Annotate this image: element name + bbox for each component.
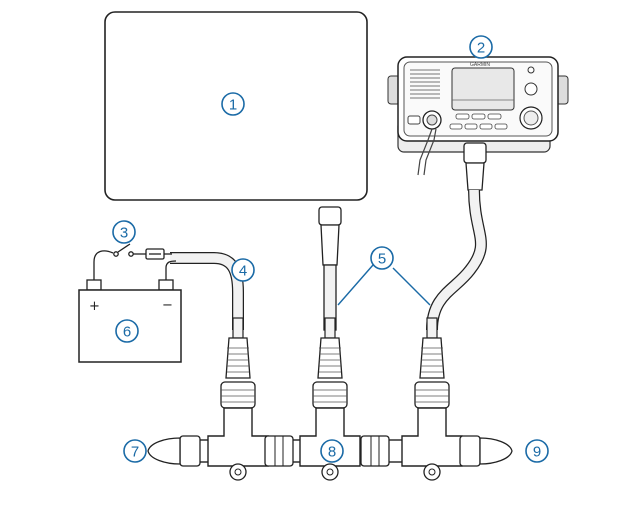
display-connector-nut bbox=[318, 206, 342, 226]
callout-8-circle bbox=[320, 439, 344, 463]
tee-connector-1 bbox=[207, 407, 269, 481]
positive-wire bbox=[93, 250, 114, 282]
radio-upper-knob[interactable] bbox=[524, 82, 538, 96]
display-drop-cable bbox=[318, 206, 342, 331]
callout-5-leaders bbox=[337, 264, 431, 306]
callout-2-label: 2 bbox=[477, 40, 485, 57]
radio-screen bbox=[451, 67, 515, 111]
radio-small-button[interactable] bbox=[407, 115, 421, 125]
drop-connector-1 bbox=[220, 317, 256, 409]
radio-mic-cord-2 bbox=[423, 128, 437, 176]
callout-6: 6 bbox=[115, 319, 139, 343]
callout-7-circle bbox=[123, 439, 147, 463]
radio-soft-buttons[interactable] bbox=[449, 113, 508, 130]
terminator-left bbox=[147, 435, 201, 467]
radio-connector-boot bbox=[465, 162, 485, 191]
leader-5-left bbox=[337, 264, 374, 306]
tee-connector-2 bbox=[299, 407, 361, 481]
battery-terminal-positive bbox=[86, 279, 102, 291]
display-connector-boot bbox=[320, 224, 340, 266]
switch-lever[interactable] bbox=[117, 243, 131, 253]
drop-connectors bbox=[220, 317, 450, 409]
terminator-right bbox=[459, 435, 513, 467]
callout-3-label: 3 bbox=[120, 225, 128, 242]
callout-9: 9 bbox=[525, 439, 549, 463]
callout-7-label: 7 bbox=[131, 444, 139, 461]
callout-1-label: 1 bbox=[229, 97, 237, 114]
callout-6-label: 6 bbox=[123, 324, 131, 341]
backbone-coupler-1 bbox=[264, 435, 294, 467]
callout-9-circle bbox=[525, 439, 549, 463]
drop-connector-2 bbox=[312, 317, 348, 409]
vhf-radio: GARMIN bbox=[387, 56, 569, 176]
radio-drop-cable bbox=[426, 142, 487, 331]
callout-2: 2 bbox=[469, 35, 493, 59]
callout-8-label: 8 bbox=[328, 444, 336, 461]
backbone-coupler-2 bbox=[360, 435, 390, 467]
battery-terminal-negative bbox=[158, 279, 174, 291]
callout-5-label: 5 bbox=[378, 251, 386, 268]
switch-contact-right bbox=[128, 251, 134, 257]
radio-mic-socket-inner bbox=[426, 114, 438, 126]
fuse-switch-wiring bbox=[93, 243, 177, 282]
callout-1: 1 bbox=[221, 92, 245, 116]
switch-contact-left bbox=[113, 251, 119, 257]
callout-7: 7 bbox=[123, 439, 147, 463]
callout-4-label: 4 bbox=[239, 263, 247, 280]
radio-mic-cord bbox=[417, 128, 433, 176]
callout-8: 8 bbox=[320, 439, 344, 463]
drop-connector-3 bbox=[414, 317, 450, 409]
callout-5-circle bbox=[370, 246, 394, 270]
callout-2-circle bbox=[469, 35, 493, 59]
radio-brand-label: GARMIN bbox=[470, 62, 490, 68]
radio-nmea-connector bbox=[463, 142, 487, 164]
tee-connector-3 bbox=[401, 407, 463, 481]
callout-6-circle bbox=[115, 319, 139, 343]
callout-9-label: 9 bbox=[533, 444, 541, 461]
callout-4: 4 bbox=[231, 258, 255, 282]
battery-positive-label: + bbox=[89, 299, 100, 314]
radio-top-button[interactable] bbox=[527, 66, 535, 74]
callout-3-circle bbox=[112, 220, 136, 244]
radio-main-dial-inner bbox=[523, 110, 539, 126]
radio-cable-fill bbox=[427, 189, 486, 331]
callout-5: 5 bbox=[370, 246, 394, 270]
callouts: 1 2 3 4 5 6 7 8 9 bbox=[112, 35, 549, 463]
leader-5-right bbox=[392, 267, 431, 306]
callout-4-circle bbox=[231, 258, 255, 282]
callout-3: 3 bbox=[112, 220, 136, 244]
negative-wire bbox=[165, 260, 177, 282]
battery-negative-label: − bbox=[162, 298, 173, 313]
radio-speaker-grille bbox=[410, 69, 440, 99]
callout-1-circle bbox=[221, 92, 245, 116]
nmea-backbone bbox=[147, 407, 513, 481]
